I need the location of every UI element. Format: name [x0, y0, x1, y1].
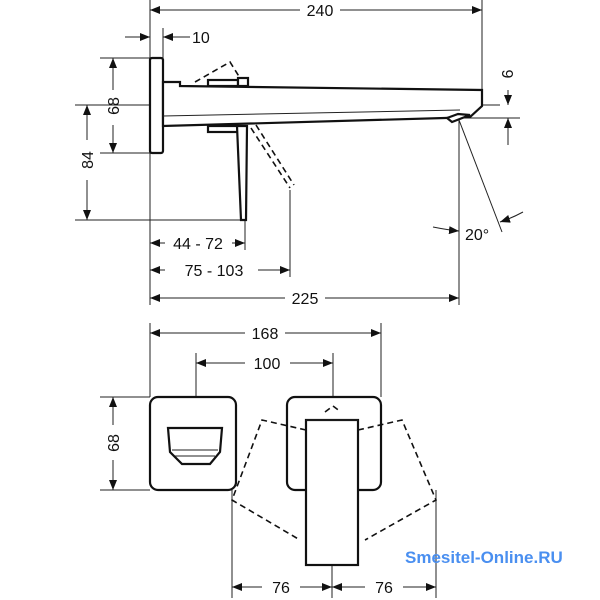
dim-plate-height-front: 68 [106, 434, 123, 452]
wall-plate [148, 56, 165, 155]
watermark: Smesitel-Online.RU [405, 548, 563, 567]
dim-outlet-projection: 225 [292, 291, 319, 308]
dim-overall-width: 168 [252, 326, 279, 343]
dim-swing-right: 76 [375, 580, 393, 597]
dim-spray-angle: 20° [465, 227, 489, 244]
dim-lever-reach: 75 - 103 [185, 263, 244, 280]
dim-outlet-offset: 9 [498, 70, 515, 79]
dim-lever-height: 84 [80, 151, 97, 169]
front-view: 168 100 68 76 76 [100, 323, 438, 598]
spout [161, 80, 484, 128]
lever-handle [235, 124, 249, 222]
dim-lever-range: 44 - 72 [173, 236, 223, 253]
dim-plate-height-side: 68 [106, 97, 123, 115]
handle-lever [304, 418, 360, 567]
dim-center-distance: 100 [254, 356, 281, 373]
spout-outlet [166, 426, 224, 466]
dim-total-length: 240 [307, 3, 334, 20]
dim-plate-thickness: 10 [192, 30, 210, 47]
dim-swing-left: 76 [272, 580, 290, 597]
side-view: 240 10 68 84 9 20° 44 - 72 75 - 103 225 [75, 0, 524, 308]
